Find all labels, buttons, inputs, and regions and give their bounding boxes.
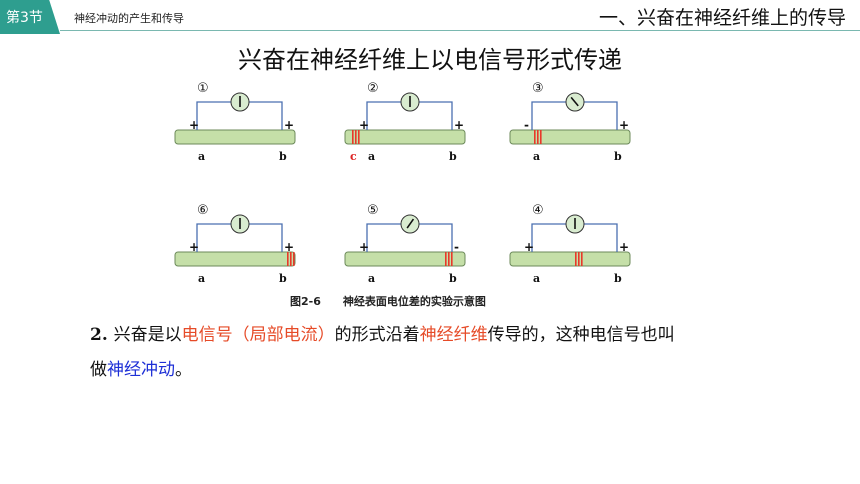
section-heading: 一、兴奋在神经纤维上的传导 — [598, 7, 846, 29]
electrode-sign-left: + — [524, 240, 534, 254]
nerve-fiber — [509, 129, 631, 145]
panel-number: ⑥ — [197, 203, 209, 218]
point-label-a: a — [368, 272, 375, 285]
excitation-stripe — [293, 252, 295, 266]
explanation-paragraph: 2. 兴奋是以电信号（局部电流）的形式沿着神经纤维传导的，这种电信号也叫 做神经… — [90, 318, 810, 388]
electrode-sign-left: + — [359, 240, 369, 254]
nerve-fiber — [344, 251, 466, 267]
nerve-potential-figure: ① + + a b ② + + a b c ③ - + a b ⑥ + + a b ⑤ + - a b ④ + + a b — [174, 81, 631, 285]
point-label-c: c — [350, 150, 357, 163]
electrode-sign-right: - — [454, 240, 459, 254]
point-number: 2. — [90, 325, 108, 345]
panel-number: ⑤ — [367, 203, 379, 218]
panel-number: ④ — [532, 203, 544, 218]
electrode-sign-left: + — [189, 240, 199, 254]
excitation-stripe — [358, 130, 360, 144]
nerve-fiber — [174, 129, 296, 145]
electrode-sign-left: + — [189, 118, 199, 132]
excitation-stripe — [355, 130, 357, 144]
excitation-stripe — [575, 252, 577, 266]
text-part: 传导的，这种电信号也叫 — [487, 325, 675, 345]
highlight-nerve-fiber: 神经纤维 — [419, 325, 488, 345]
excitation-stripe — [540, 130, 542, 144]
electrode-sign-left: + — [359, 118, 369, 132]
header-bar: 第3节 神经冲动的产生和传导 一、兴奋在神经纤维上的传导 — [0, 0, 860, 34]
point-label-b: b — [614, 272, 622, 285]
electrode-sign-right: + — [619, 240, 629, 254]
point-label-b: b — [614, 150, 622, 163]
galvanometer-needle — [570, 96, 579, 107]
text-part: 兴奋是以 — [113, 325, 182, 345]
excitation-stripe — [290, 252, 292, 266]
text-part: 做 — [90, 360, 107, 380]
point-label-a: a — [368, 150, 375, 163]
panel-number: ③ — [532, 81, 544, 96]
electrode-sign-right: + — [619, 118, 629, 132]
text-part: 。 — [175, 360, 192, 380]
excitation-stripe — [448, 252, 450, 266]
section-tab-label: 第3节 — [6, 10, 43, 26]
excitation-stripe — [581, 252, 583, 266]
point-label-a: a — [533, 150, 540, 163]
header-divider — [60, 30, 860, 31]
electrode-sign-left: - — [524, 118, 529, 132]
point-label-b: b — [279, 272, 287, 285]
figure-caption: 图2-6 神经表面电位差的实验示意图 — [290, 295, 486, 308]
point-label-b: b — [279, 150, 287, 163]
page-title: 兴奋在神经纤维上以电信号形式传递 — [238, 46, 622, 74]
excitation-stripe — [534, 130, 536, 144]
point-label-a: a — [198, 150, 205, 163]
excitation-stripe — [451, 252, 453, 266]
point-label-b: b — [449, 272, 457, 285]
excitation-stripe — [578, 252, 580, 266]
nerve-fiber — [174, 251, 296, 267]
electrode-sign-right: + — [284, 240, 294, 254]
point-label-a: a — [533, 272, 540, 285]
excitation-stripe — [352, 130, 354, 144]
point-label-b: b — [449, 150, 457, 163]
nerve-fiber — [509, 251, 631, 267]
highlight-electric-signal: 电信号（局部电流） — [181, 325, 335, 345]
panel-number: ② — [367, 81, 379, 96]
highlight-nerve-impulse: 神经冲动 — [107, 360, 175, 380]
nerve-fiber — [344, 129, 466, 145]
text-part: 的形式沿着 — [334, 325, 420, 345]
point-label-a: a — [198, 272, 205, 285]
galvanometer-needle — [406, 218, 415, 229]
excitation-stripe — [445, 252, 447, 266]
excitation-stripe — [287, 252, 289, 266]
section-tab: 第3节 — [0, 0, 60, 34]
panel-number: ① — [197, 81, 209, 96]
excitation-stripe — [537, 130, 539, 144]
electrode-sign-right: + — [454, 118, 464, 132]
electrode-sign-right: + — [284, 118, 294, 132]
lesson-title: 神经冲动的产生和传导 — [74, 12, 184, 25]
